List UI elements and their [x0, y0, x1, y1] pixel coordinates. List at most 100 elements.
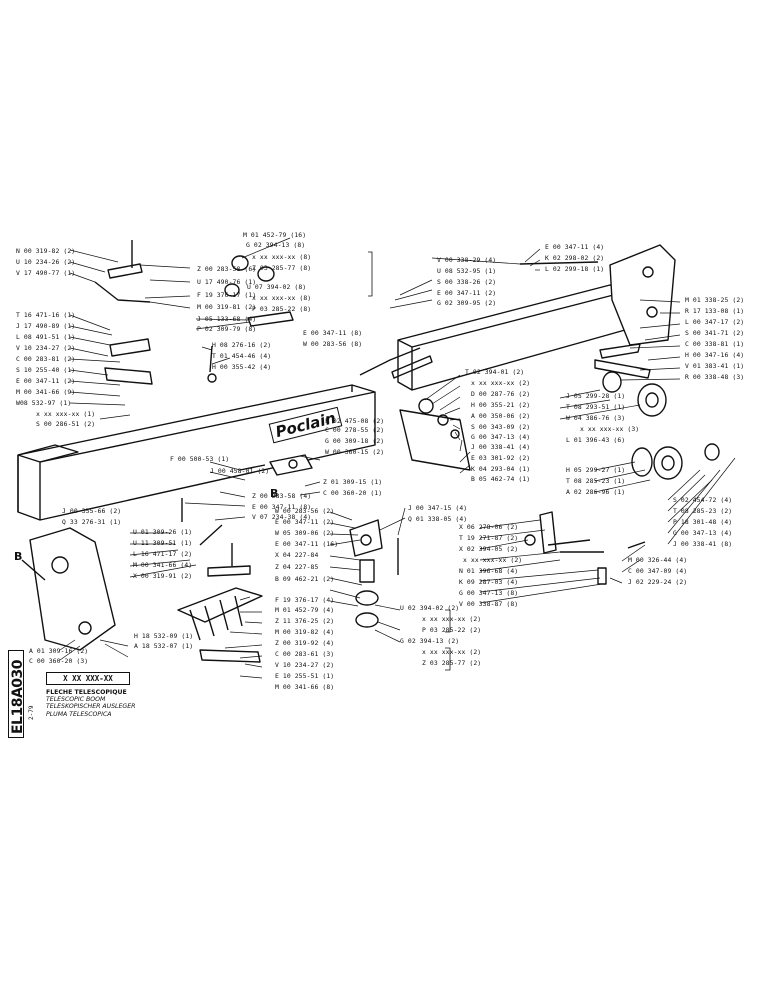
slide-assembly — [181, 454, 313, 546]
rollers-center — [399, 398, 471, 471]
part-label: V 07 234-38 (4) — [252, 513, 312, 521]
part-label: X 06 278-06 (2) — [459, 523, 519, 531]
part-label: E 00 347-11 (16) — [275, 540, 339, 548]
part-label: J 02 229-24 (2) — [628, 578, 688, 586]
part-label: M 01 452-79 (4) — [275, 606, 335, 614]
part-label: C 00 360-20 (3) — [29, 657, 89, 665]
part-label: M 00 319-82 (4) — [275, 628, 335, 636]
part-label: P 02 309-79 (8) — [197, 325, 257, 333]
part-label: J 05 299-28 (1) — [566, 392, 626, 400]
part-label: S 02 454-72 (4) — [673, 496, 733, 504]
part-label: J 00 458-01 (2) — [210, 467, 270, 475]
pulleys — [602, 371, 720, 480]
part-label: W 00 283-56 (8) — [303, 340, 363, 348]
part-label: x xx xxx-xx (1) — [36, 410, 96, 418]
part-label: T 08 285-23 (1) — [566, 477, 626, 485]
part-label: E 10 255-51 (1) — [275, 672, 335, 680]
part-label: B 09 462-21 (2) — [275, 575, 335, 583]
part-label: G 00 309-18 (2) — [325, 437, 385, 445]
part-label: E 00 347-11 (8) — [252, 503, 312, 511]
part-label: U 08 532-95 (1) — [437, 267, 497, 275]
part-label: S 00 338-26 (2) — [437, 278, 497, 286]
part-label: V 00 338-29 (4) — [437, 256, 497, 264]
part-label: X 04 227-84 — [275, 551, 319, 559]
part-label: Z 04 227-85 — [275, 563, 319, 571]
title-block: FLECHE TELESCOPIQUE TELESCOPIC BOOM TELE… — [46, 689, 135, 718]
part-label: W 05 309-06 (2) — [275, 529, 335, 537]
part-label: C 00 347-09 (4) — [628, 567, 688, 575]
part-label: T 01 454-46 (4) — [212, 352, 272, 360]
part-label: P 03 285-22 (2) — [422, 626, 482, 634]
part-label: C 00 278-55 (2) — [325, 426, 385, 434]
part-label: L 08 491-51 (1) — [16, 333, 76, 341]
part-label: T 08 285-23 (2) — [673, 507, 733, 515]
part-label: W 04 386-76 (3) — [566, 414, 626, 422]
part-code-box: X XX XXX-XX — [46, 672, 130, 685]
part-label: W08 532-97 (1) — [16, 399, 72, 407]
boom-outer-body — [17, 384, 376, 521]
part-label: M 00 326-44 (4) — [628, 556, 688, 564]
part-label: J 00 338-41 (8) — [673, 540, 733, 548]
part-label: J 05 133-68 (4) — [197, 315, 257, 323]
part-label: X 02 394-05 (2) — [459, 545, 519, 553]
part-label: x xx xxx-xx (2) — [422, 648, 482, 656]
part-label: F 00 500-53 (1) — [170, 455, 230, 463]
part-label: H 00 347-16 (4) — [685, 351, 745, 359]
part-label: Q 01 338-05 (4) — [408, 515, 468, 523]
part-label: E 00 347-11 (4) — [545, 243, 605, 251]
part-label: R 17 133-08 (1) — [685, 307, 745, 315]
part-label: x xx xxx-xx (8) — [252, 294, 312, 302]
part-label: G 00 347-13 (4) — [673, 529, 733, 537]
part-label: T 19 271-87 (2) — [459, 534, 519, 542]
head-bracket — [609, 244, 676, 346]
part-label: S 00 341-71 (2) — [685, 329, 745, 337]
part-label: U 10 234-26 (2) — [16, 258, 76, 266]
part-label: Z 03 285-77 (2) — [422, 659, 482, 667]
part-label: P 03 285-22 (8) — [252, 305, 312, 313]
title-en: TELESCOPIC BOOM — [46, 696, 106, 704]
part-label: M 00 341-66 (4) — [133, 561, 193, 569]
part-label: F 19 376-17 (1) — [197, 291, 257, 299]
guide-assembly — [177, 543, 263, 663]
part-label: M 01 338-25 (2) — [685, 296, 745, 304]
part-label: U 01 309-26 (1) — [133, 528, 193, 536]
revision-date: 2-79 — [28, 705, 35, 720]
part-label: T 02 394-01 (2) — [465, 368, 525, 376]
part-label: V 10 234-27 (2) — [275, 661, 335, 669]
part-label: U 11 309-51 (1) — [133, 539, 193, 547]
part-label: A 00 350-06 (2) — [471, 412, 531, 420]
part-label: R 00 338-48 (3) — [685, 373, 745, 381]
part-label: H 00 355-42 (4) — [212, 363, 272, 371]
part-label: Z 00 283-58 (4) — [252, 492, 312, 500]
part-label: J 17 490-89 (1) — [16, 322, 76, 330]
part-label: L 02 299-18 (1) — [545, 265, 605, 273]
part-label: V 01 383-41 (1) — [685, 362, 745, 370]
part-label: H 18 532-09 (1) — [134, 632, 194, 640]
part-label: W 00 360-15 (2) — [325, 448, 385, 456]
part-label: X 00 319-91 (2) — [133, 572, 193, 580]
part-label: A 01 309-16 (2) — [29, 647, 89, 655]
part-label: C 00 283-61 (3) — [275, 650, 335, 658]
part-label: T 08 293-51 (1) — [566, 403, 626, 411]
part-label: J 00 347-15 (4) — [408, 504, 468, 512]
part-label: x xx xxx-xx (2) — [422, 615, 482, 623]
part-label: K 09 287-03 (4) — [459, 578, 519, 586]
part-label: H 05 299-27 (1) — [566, 466, 626, 474]
part-label: T 16 471-16 (1) — [16, 311, 76, 319]
part-label: M 00 341-66 (8) — [275, 683, 335, 691]
part-label: L 01 396-43 (6) — [566, 436, 626, 444]
part-label: C 00 360-20 (1) — [323, 489, 383, 497]
part-label: x xx xxx-xx (2) — [463, 556, 523, 564]
part-label: x xx xxx-xx (8) — [252, 253, 312, 261]
part-label: F 19 376-17 (4) — [275, 596, 335, 604]
callout-b-boom: B — [270, 487, 279, 500]
part-label: Q 33 276-31 (1) — [62, 518, 122, 526]
callout-b-bracket: B — [14, 550, 23, 563]
part-label: U 17 490-76 (1) — [197, 278, 257, 286]
part-label: G 02 394-13 (2) — [400, 637, 460, 645]
part-label: E 00 347-11 (8) — [303, 329, 363, 337]
bracket-right-middle — [524, 511, 646, 585]
part-label: H 00 355-21 (2) — [471, 401, 531, 409]
